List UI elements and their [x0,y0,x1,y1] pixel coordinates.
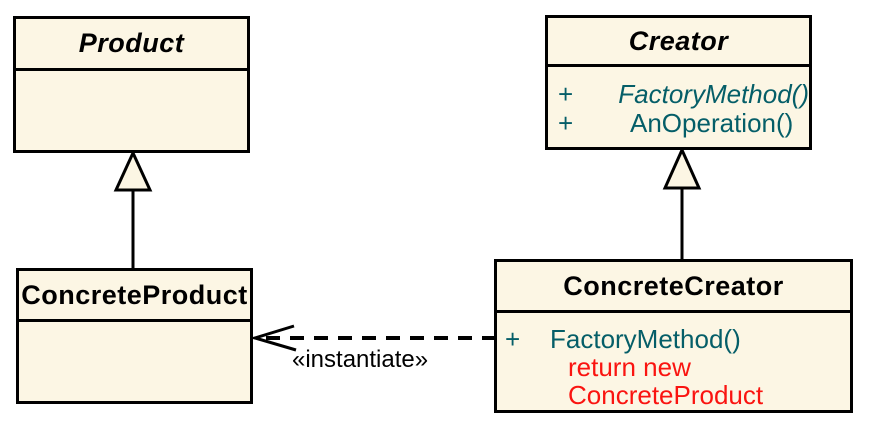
hollow-triangle-arrowhead-icon [662,146,702,190]
method-anoperation: + AnOperation() [558,109,809,138]
class-concrete-creator-name: ConcreteCreator [497,262,850,313]
visibility-public: + [558,79,574,109]
class-concrete-creator: ConcreteCreator + FactoryMethod() return… [494,259,853,413]
class-product-name: Product [16,19,247,71]
method-factorymethod: + FactoryMethod() [505,325,850,353]
class-creator-body: + FactoryMethod() + AnOperation() [548,67,809,138]
method-signature: AnOperation() [630,108,794,138]
method-signature: FactoryMethod() [550,324,741,354]
class-concrete-creator-body: + FactoryMethod() return new ConcretePro… [497,313,850,409]
open-arrowhead-icon [249,324,297,352]
class-product: Product [13,16,250,153]
generalization-concreteproduct-to-product [113,149,153,268]
class-concrete-product-name: ConcreteProduct [19,271,250,322]
method-factorymethod-abstract: + FactoryMethod() [558,80,809,109]
class-concrete-product: ConcreteProduct [16,268,253,404]
code-note-line: ConcreteProduct [568,380,764,410]
hollow-triangle-arrowhead-icon [113,149,153,192]
class-creator: Creator + FactoryMethod() + AnOperation(… [545,15,812,150]
class-creator-name: Creator [548,18,809,67]
method-signature: FactoryMethod() [618,79,809,109]
generalization-concretecreator-to-creator [662,146,702,259]
code-note-line: return new [568,352,691,382]
instantiate-label: «instantiate» [292,346,429,373]
visibility-public: + [505,324,521,354]
visibility-public: + [558,108,574,138]
